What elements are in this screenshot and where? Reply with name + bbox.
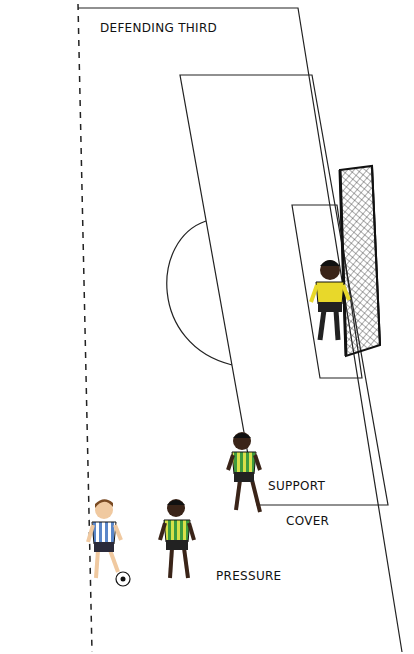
ball (116, 572, 130, 586)
role-label: COVER (286, 515, 329, 528)
touchline (78, 8, 402, 652)
role-label: SUPPORT (268, 480, 325, 493)
penalty-area (180, 75, 388, 505)
attacker (88, 499, 121, 578)
goalkeeper (311, 260, 349, 340)
goal (340, 166, 380, 356)
third-line (78, 4, 92, 652)
role-label: PRESSURE (216, 570, 282, 583)
penalty-arc (167, 221, 232, 365)
pressure-defender (160, 499, 194, 578)
support-defender (228, 432, 260, 512)
zone-label: DEFENDING THIRD (100, 22, 217, 35)
